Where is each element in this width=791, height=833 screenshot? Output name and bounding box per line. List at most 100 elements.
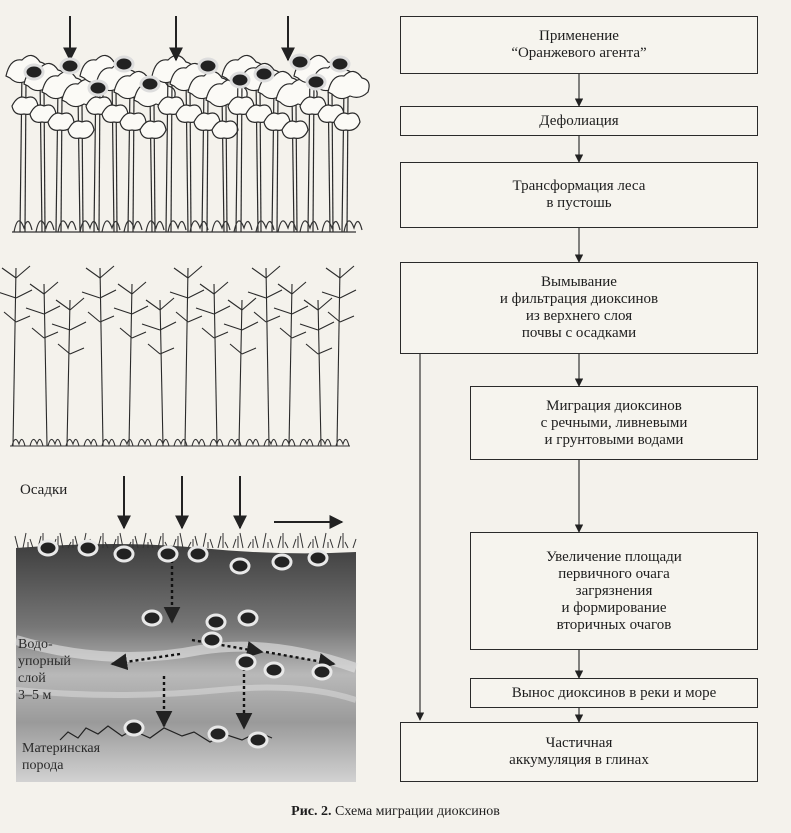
dioxin-particle [231,559,249,573]
flow-step-leaching: Вымывание и фильтрация диоксинов из верх… [400,262,758,354]
shrub [120,439,133,446]
bare-tree [170,266,204,446]
grass-blade [285,542,288,548]
dioxin-particle [313,665,331,679]
dioxin-particle [203,633,221,647]
flow-step-apply-agent-orange: Применение “Оранжевого агента” [400,16,758,74]
grass-blade [323,533,326,548]
dioxin-particle [237,655,255,669]
caption-text: Схема миграции диоксинов [332,804,500,819]
bare-tree [26,282,60,446]
grass-blade [300,533,303,548]
grass-blade [225,542,228,548]
bare-tree [248,266,282,446]
dioxin-particle [79,541,97,555]
shrub [318,439,331,446]
shrub [192,439,205,446]
dioxin-particle [273,555,291,569]
shrub [300,221,318,232]
dioxin-particle [25,65,43,79]
dioxin-particle [115,547,133,561]
shrub [84,439,97,446]
precipitation-label: Осадки [20,482,67,499]
grass-blade [23,533,26,548]
shrub [264,439,277,446]
bare-tree [224,298,258,446]
dioxin-particle [309,551,327,565]
grass-blade [270,539,273,548]
bare-tree [52,298,86,446]
flow-step-forest-transformation: Трансформация леса в пустошь [400,162,758,228]
dioxin-particle [249,733,267,747]
grass-blade [248,542,251,548]
grass-blade [218,536,221,548]
dioxin-particle [89,81,107,95]
bare-tree [196,282,230,446]
dioxin-particle [39,541,57,555]
shrub [48,439,61,446]
shrub [234,221,252,232]
shrub [66,439,79,446]
caption-prefix: Рис. 2. [291,804,331,819]
grass-blade [240,533,243,548]
dioxin-particle [207,615,225,629]
bare-tree [274,282,308,446]
dioxin-particle [61,59,79,73]
dioxin-particle [189,547,207,561]
grass-blade [330,539,333,548]
bare-tree [142,298,176,446]
defoliated-forest-panel [0,266,356,446]
grass-blade [233,539,236,548]
bare-tree [0,266,32,446]
grass-blade [353,539,356,548]
grass-blade [315,536,318,548]
shrub [336,439,349,446]
grass-blade [210,539,213,548]
shrub [30,439,43,446]
dioxin-particle [307,75,325,89]
dioxin-particle [125,721,143,735]
shrub [12,439,25,446]
grass-blade [180,533,183,548]
soil-profile-panel [15,476,356,782]
dioxin-particle [239,611,257,625]
dioxin-particle [331,57,349,71]
bare-tree [300,298,334,446]
grass-blade [15,536,18,548]
dioxin-particle [115,57,133,71]
bare-tree [322,266,356,446]
dioxin-particle [159,547,177,561]
dioxin-particle [255,67,273,81]
dioxin-particle [199,59,217,73]
flow-step-secondary-foci: Увеличение площади первичного очага загр… [470,532,758,650]
shrub [322,221,340,232]
grass-blade [255,536,258,548]
bare-tree [82,266,116,446]
dioxin-particle [265,663,283,677]
grass-blade [263,533,266,548]
shrub [278,221,296,232]
grass-blade [30,539,33,548]
shrub [300,439,313,446]
flow-step-export-to-sea: Вынос диоксинов в реки и море [470,678,758,708]
dioxin-particle [141,77,159,91]
aquifer-label: Водо- упорный слой 3–5 м [18,636,71,704]
bedrock-label: Материнская порода [22,740,100,774]
bare-tree [114,282,148,446]
dioxin-particle [209,727,227,741]
dioxin-particle [291,55,309,69]
dioxin-particle [231,73,249,87]
tree [328,71,369,232]
flow-step-clay-accumulation: Частичная аккумуляция в глинах [400,722,758,782]
flow-step-defoliation: Дефолиация [400,106,758,136]
flow-step-water-migration: Миграция диоксинов с речными, ливневыми … [470,386,758,460]
shrub [190,221,208,232]
grass-blade [338,536,341,548]
shrub [14,221,32,232]
figure-caption: Рис. 2. Схема миграции диоксинов [0,804,791,820]
forest-panel [6,16,369,232]
dioxin-particle [143,611,161,625]
grass-blade [308,542,311,548]
shrub [138,439,151,446]
